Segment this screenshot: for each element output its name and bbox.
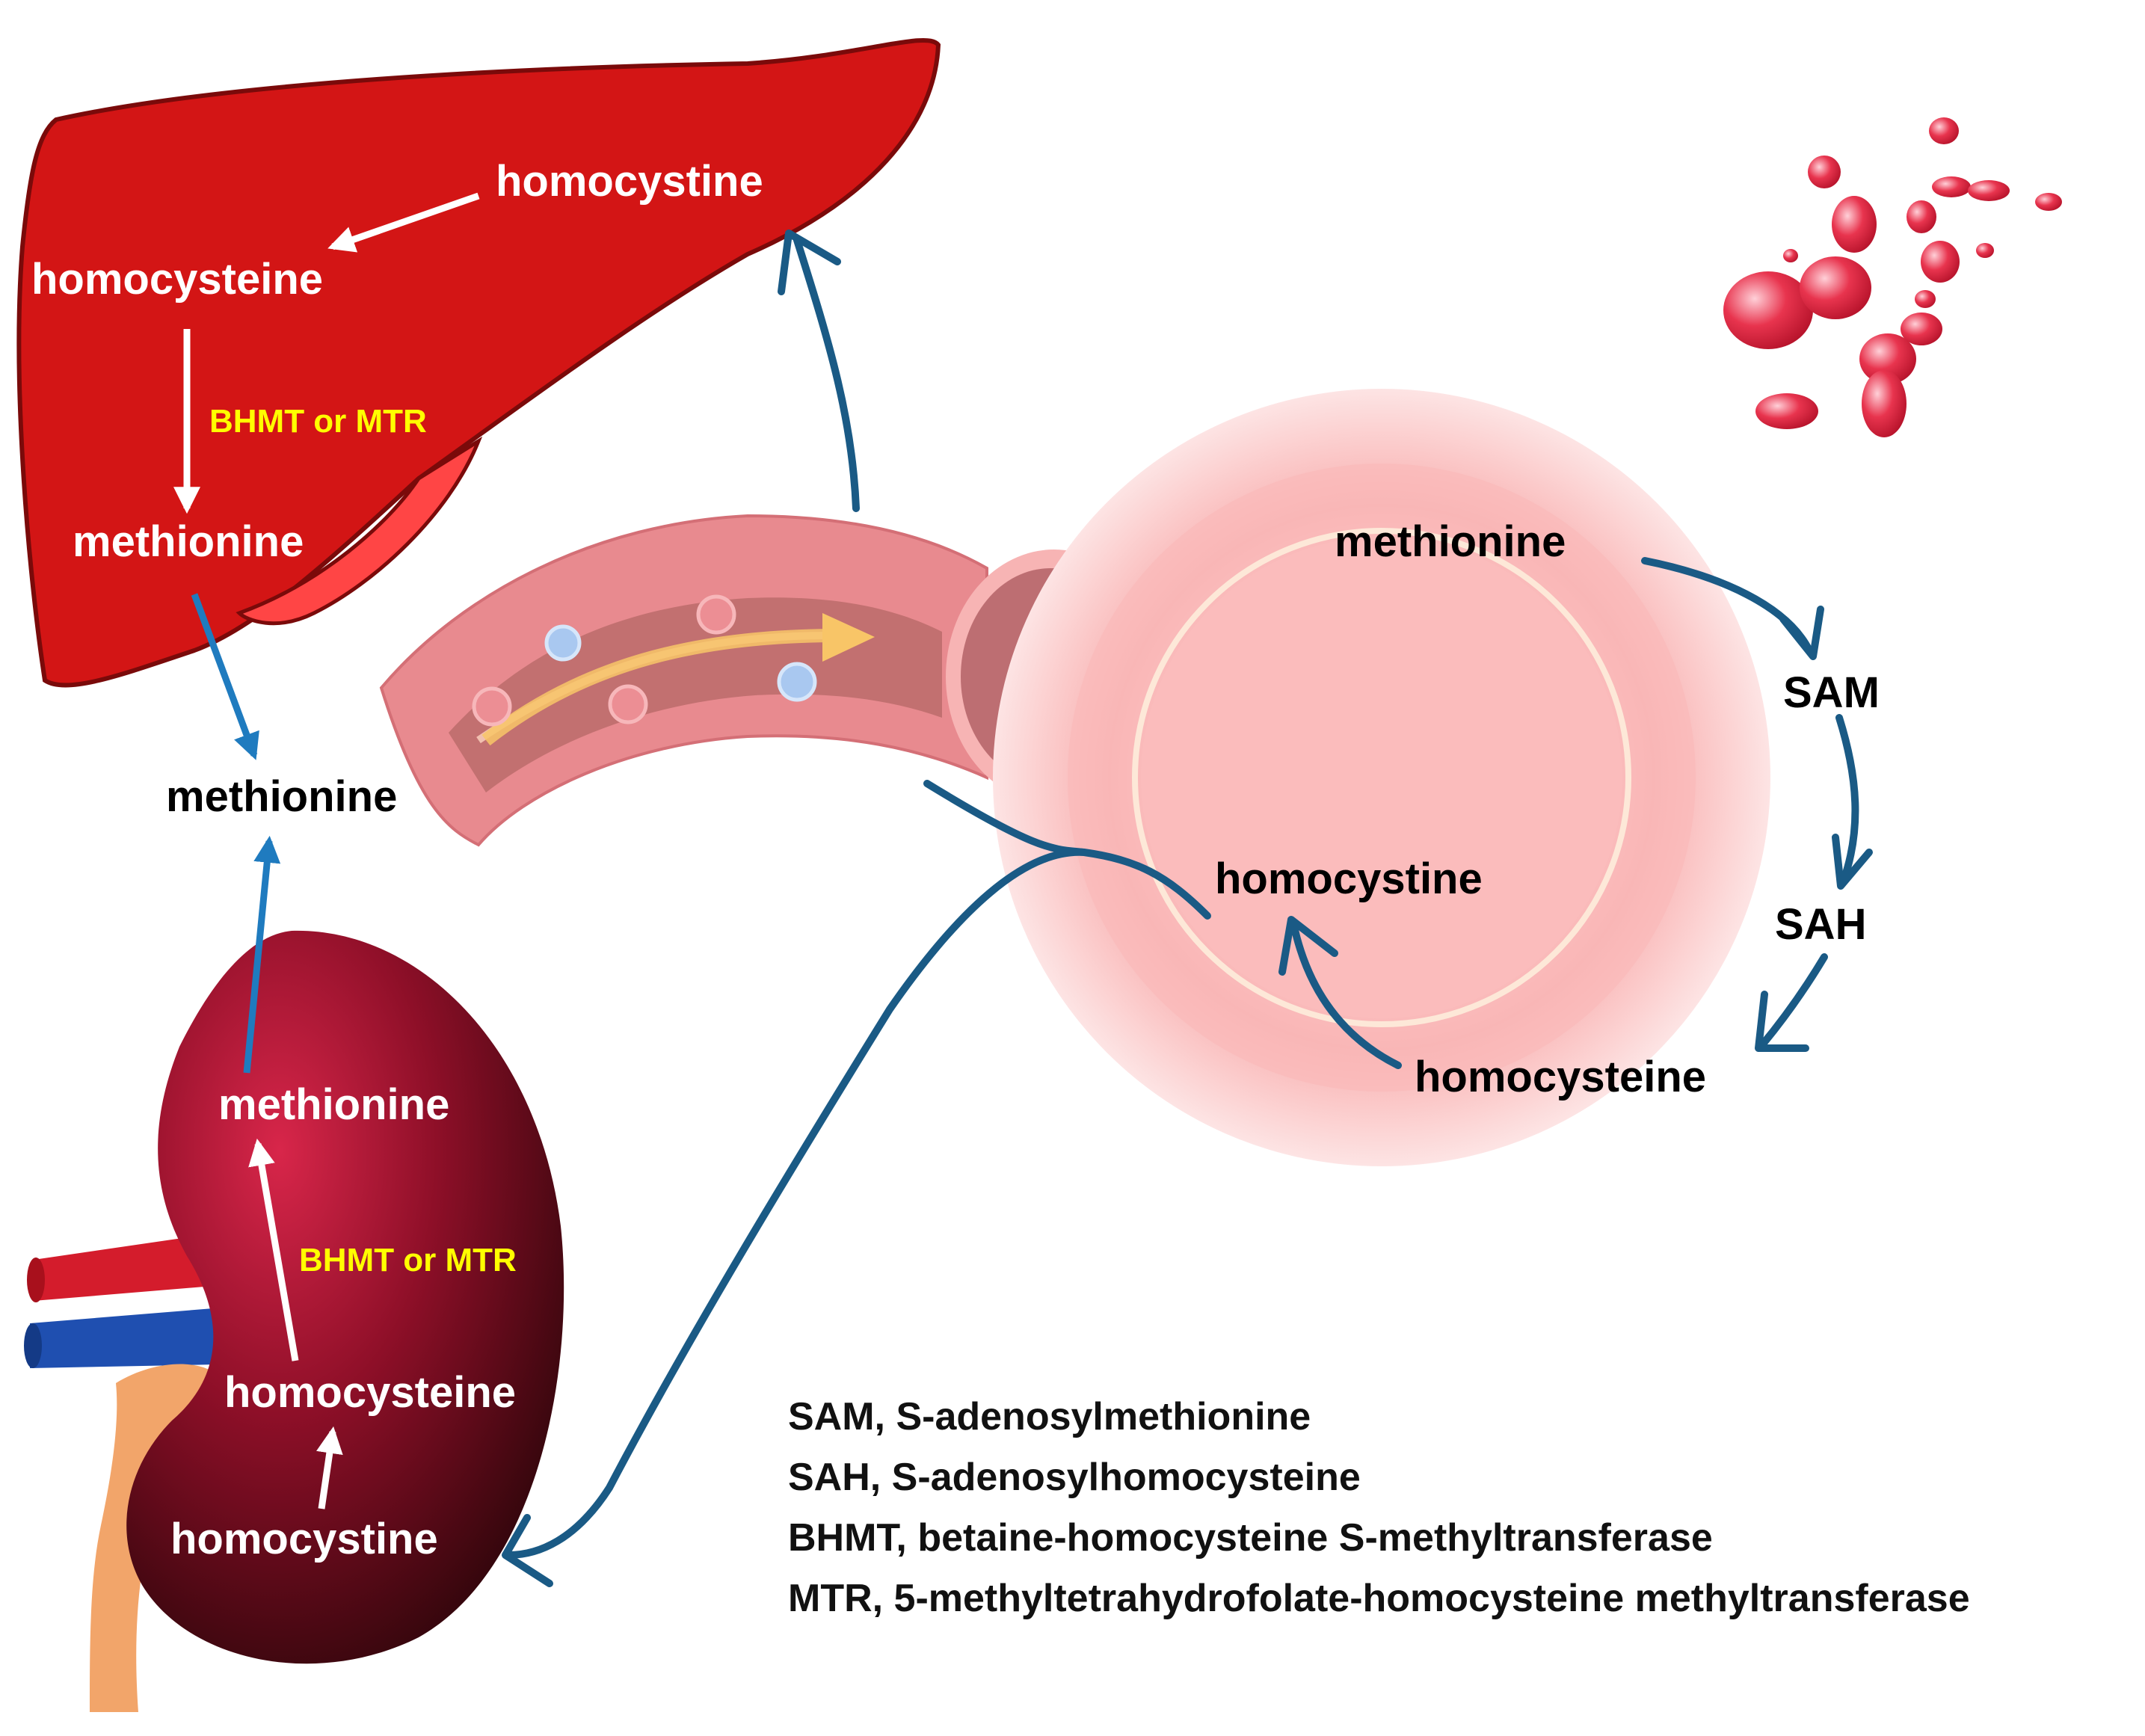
liver bbox=[16, 37, 941, 688]
arrow-vessel-to-liver-head bbox=[778, 230, 841, 295]
liver-enzyme-label: BHMT or MTR bbox=[209, 403, 427, 440]
arrow-kidney-homocysteine-to-methionine bbox=[248, 1138, 299, 1361]
arrow-kidney-head bbox=[502, 1514, 553, 1587]
kidney-homocysteine-label: homocysteine bbox=[224, 1368, 516, 1417]
arrow-kidney-homocystine-to-homocysteine bbox=[316, 1426, 343, 1509]
kidney-methionine-label: methionine bbox=[218, 1080, 449, 1129]
arrow-sah-to-homocysteine bbox=[1757, 953, 1828, 1050]
red-blood-cell bbox=[993, 389, 1770, 1166]
arrow-sam-to-sah-head bbox=[1832, 834, 1873, 890]
blood-methionine-label: methionine bbox=[166, 772, 397, 821]
legend-mtr: MTR, 5-methyltetrahydrofolate-homocystei… bbox=[788, 1577, 1970, 1620]
legend-bhmt: BHMT, betaine-homocysteine S-methyltrans… bbox=[788, 1516, 1713, 1560]
rbc-homocysteine-label: homocysteine bbox=[1415, 1053, 1706, 1101]
arrow-liver-to-blood-methionine bbox=[191, 593, 259, 760]
arrow-sam-to-sah bbox=[1835, 714, 1859, 886]
arrow-homocysteine-to-homocystine bbox=[1290, 920, 1402, 1069]
arrow-homocysteine-to-homocystine-head bbox=[1278, 916, 1338, 976]
arrow-vessel-to-liver bbox=[793, 234, 860, 512]
abbreviation-legend: SAM, S-adenosylmethionine SAH, S-adenosy… bbox=[788, 1387, 1970, 1629]
liver-methionine-label: methionine bbox=[73, 517, 304, 566]
liver-homocysteine-label: homocysteine bbox=[31, 255, 323, 304]
arrow-rbc-homocystine-to-kidney bbox=[505, 780, 1211, 1559]
dark-blue-arrows bbox=[502, 230, 1873, 1587]
arrow-sah-to-homocysteine-head bbox=[1755, 991, 1809, 1052]
rbc-methionine-label: methionine bbox=[1335, 517, 1566, 566]
kidney-enzyme-label: BHMT or MTR bbox=[299, 1242, 517, 1278]
light-blue-arrows bbox=[191, 593, 281, 1074]
kidney bbox=[24, 930, 564, 1712]
rbc-homocystine-label: homocystine bbox=[1215, 855, 1483, 903]
rbc-sam-label: SAM bbox=[1783, 668, 1880, 717]
arrow-methionine-to-sam-head bbox=[1779, 606, 1824, 660]
arrow-kidney-to-blood-methionine bbox=[243, 835, 281, 1074]
arrow-liver-homocystine-to-homocysteine bbox=[327, 192, 480, 253]
liver-homocystine-label: homocystine bbox=[496, 157, 763, 206]
white-arrows bbox=[173, 192, 480, 1509]
legend-sam: SAM, S-adenosylmethionine bbox=[788, 1395, 1311, 1438]
kidney-homocystine-label: homocystine bbox=[170, 1515, 438, 1563]
rbc-sah-label: SAH bbox=[1775, 900, 1866, 949]
blood-drops bbox=[1723, 117, 2062, 437]
legend-sah: SAH, S-adenosylhomocysteine bbox=[788, 1456, 1361, 1499]
